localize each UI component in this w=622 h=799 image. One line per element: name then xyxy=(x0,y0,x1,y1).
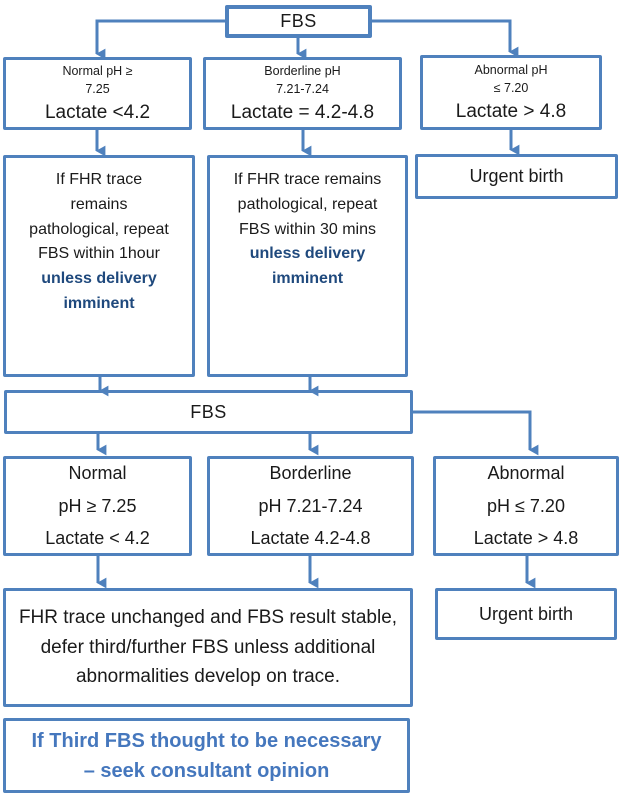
node-defer-further-fbs: FHR trace unchanged and FBS result stabl… xyxy=(3,588,413,707)
node-normal-ph-repeat: Normal pH ≥ 7.25 Lactate < 4.2 xyxy=(3,456,192,556)
node-label: Urgent birth xyxy=(478,603,574,624)
node-repeat-fbs-1hour: If FHR trace remains pathological, repea… xyxy=(3,155,195,377)
node-line: pH ≥ 7.25 xyxy=(58,495,137,516)
node-borderline-ph-repeat: Borderline pH 7.21-7.24 Lactate 4.2-4.8 xyxy=(207,456,414,556)
node-emphasis-text: unless delivery imminent xyxy=(249,245,366,288)
node-line: Abnormal pH xyxy=(474,62,548,77)
node-urgent-birth-first: Urgent birth xyxy=(415,154,618,199)
node-repeat-fbs-30mins: If FHR trace remains pathological, repea… xyxy=(207,155,408,377)
node-text: If FHR trace remains pathological, repea… xyxy=(233,171,382,238)
node-abnormal-ph-initial: Abnormal pH ≤ 7.20 Lactate > 4.8 xyxy=(420,55,602,130)
connector-fbs1-to-normal xyxy=(95,19,225,60)
node-label: FBS xyxy=(280,11,317,31)
connector-fbs1-to-abnormal xyxy=(372,19,519,58)
node-text: If FHR trace remains pathological, repea… xyxy=(29,171,169,263)
node-line: 7.21-7.24 xyxy=(276,81,329,96)
node-line: Lactate <4.2 xyxy=(44,101,151,123)
node-line: Lactate 4.2-4.8 xyxy=(250,528,371,549)
node-text: FHR trace unchanged and FBS result stabl… xyxy=(18,607,398,688)
node-line: 7.25 xyxy=(85,81,110,96)
node-line: pH 7.21-7.24 xyxy=(258,495,363,516)
connector-fbs2-to-abnormal2 xyxy=(413,410,539,456)
node-urgent-birth-second: Urgent birth xyxy=(435,588,617,640)
node-line: Lactate > 4.8 xyxy=(473,528,579,549)
node-abnormal-ph-repeat: Abnormal pH ≤ 7.20 Lactate > 4.8 xyxy=(433,456,619,556)
node-line: ≤ 7.20 xyxy=(493,80,529,95)
node-line: Borderline pH xyxy=(264,63,341,78)
node-label: FBS xyxy=(190,401,227,422)
node-line: Normal xyxy=(68,463,127,484)
node-line: pH ≤ 7.20 xyxy=(487,495,565,516)
node-line: Lactate = 4.2-4.8 xyxy=(230,101,375,123)
node-label: Urgent birth xyxy=(469,166,564,186)
node-fbs-second: FBS xyxy=(4,390,413,434)
node-line: Borderline xyxy=(269,463,352,484)
node-fbs-first: FBS xyxy=(225,5,372,38)
node-normal-ph-initial: Normal pH ≥ 7.25 Lactate <4.2 xyxy=(3,57,192,130)
node-text: If Third FBS thought to be necessary – s… xyxy=(31,729,382,782)
node-borderline-ph-initial: Borderline pH 7.21-7.24 Lactate = 4.2-4.… xyxy=(203,57,402,130)
node-line: Abnormal xyxy=(487,463,565,484)
node-consultant-opinion: If Third FBS thought to be necessary – s… xyxy=(3,718,410,793)
node-line: Lactate < 4.2 xyxy=(45,528,150,549)
node-emphasis-text: unless delivery imminent xyxy=(41,270,157,312)
node-line: Lactate > 4.8 xyxy=(455,100,567,122)
node-line: Normal pH ≥ xyxy=(62,63,133,78)
